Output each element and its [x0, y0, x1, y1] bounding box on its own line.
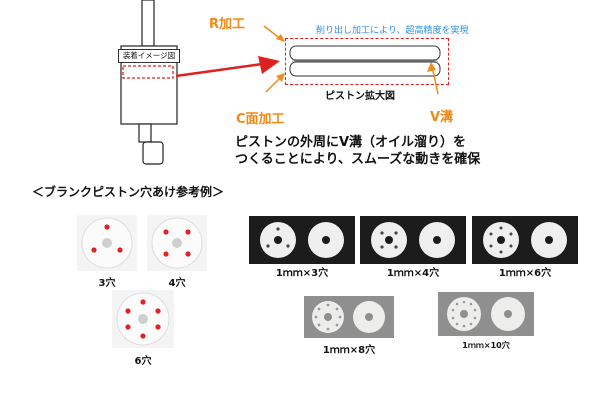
caption-1mm-10-holes: 1ｍｍ×10穴: [462, 341, 510, 350]
piston-4-hole-photo: [147, 215, 207, 271]
shock-absorber-illustration: [120, 0, 178, 165]
piston-pair-1mm-10-photo: [438, 292, 534, 336]
install-caption-box: 装着イメージ図: [118, 49, 180, 63]
c-pointer-icon: [265, 73, 285, 93]
caption-4-holes: 4穴: [168, 278, 186, 289]
caption-1mm-6-holes: 1ｍｍ×6穴: [498, 268, 552, 279]
install-caption: 装着イメージ図: [122, 51, 176, 60]
r-pointer-icon: [263, 25, 285, 42]
precision-note: 削り出し加工により、超高精度を実現: [316, 26, 469, 36]
red-arrow-icon: [175, 56, 280, 78]
caption-1mm-4-holes: 1ｍｍ×4穴: [386, 268, 440, 279]
piston-6-hole-photo: [112, 290, 174, 348]
r-processing-label: R加工: [209, 17, 246, 32]
c-chamfer-label: C面加工: [236, 112, 285, 127]
v-groove-label: V溝: [430, 110, 454, 125]
caption-1mm-8-holes: 1ｍｍ×8穴: [322, 345, 376, 356]
piston-profile: [289, 45, 441, 77]
caption-1mm-3-holes: 1ｍｍ×3穴: [275, 268, 329, 279]
caption-6-holes: 6穴: [134, 356, 152, 367]
piston-enlarged-frame: [285, 38, 449, 85]
piston-pair-1mm-6-photo: [472, 216, 578, 264]
section-title: ＜ブランクピストン穴あけ参考例＞: [32, 185, 225, 199]
v-pointer-icon: [427, 62, 439, 95]
description-line-2: つくることにより、スムーズな動きを確保: [235, 152, 481, 167]
piston-caption: ピストン拡大図: [325, 91, 395, 102]
piston-pair-1mm-4-photo: [360, 216, 466, 264]
description-line-1: ピストンの外周にV溝（オイル溜り）を: [235, 135, 467, 150]
caption-3-holes: 3穴: [98, 278, 116, 289]
piston-pair-1mm-3-photo: [249, 216, 355, 264]
piston-pair-1mm-8-photo: [304, 296, 394, 338]
piston-3-hole-photo: [77, 215, 137, 271]
